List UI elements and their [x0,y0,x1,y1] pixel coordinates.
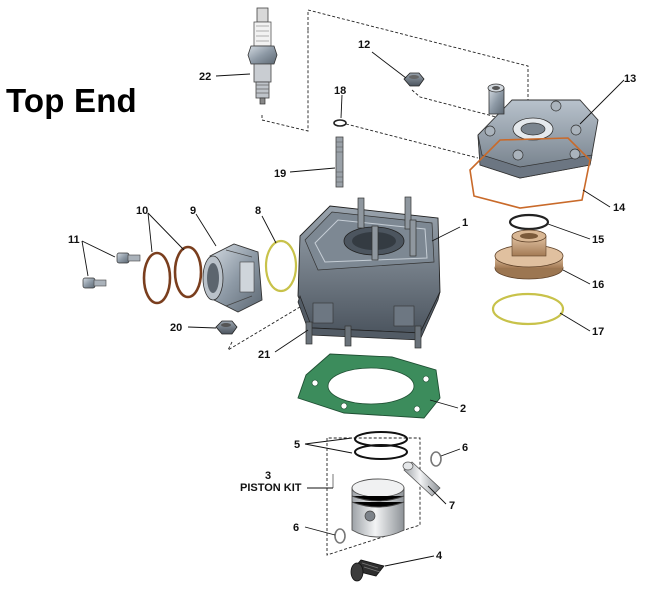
callout-7: 7 [449,500,455,512]
head-nut [403,72,425,87]
head-gasket [469,137,591,209]
callout-3: 3 [265,470,271,482]
callout-4: 4 [436,550,443,562]
callout-2: 2 [460,403,466,415]
callout-13: 13 [624,73,636,85]
callout-11: 11 [68,234,80,246]
piston-kit-label: PISTON KIT [240,482,302,494]
cylinder-nut [215,320,238,335]
callout-18: 18 [334,85,346,97]
circlip-upper [430,451,442,467]
assembly-lines [226,9,529,556]
callout-16: 16 [592,279,604,291]
insert-seal-ring [491,292,565,326]
piston [351,478,405,538]
base-gasket [297,353,441,419]
callout-9: 9 [190,205,196,217]
page-title: Top End [6,82,137,119]
callout-8: 8 [255,205,261,217]
circlip-lower [334,528,346,544]
spark-plug [247,7,278,105]
intake-bolt-lower [82,277,107,289]
callout-17: 17 [592,326,604,338]
callout-12: 12 [358,39,370,51]
head-insert [494,229,564,280]
intake-manifold [202,243,263,313]
piston-ring-lower [354,444,408,460]
leader-lines [81,51,625,567]
combustion-o-ring [508,213,550,231]
cylinder-stud [335,136,344,188]
piston-pin-bearing [350,559,385,582]
piston-ring-upper [354,431,408,447]
callout-10: 10 [136,205,148,217]
callout-15: 15 [592,234,604,246]
intake-bolt-upper [116,252,141,264]
intake-gasket [264,239,298,293]
callout-20: 20 [170,322,182,334]
piston-pin [402,461,441,497]
callout-labels: 22 12 13 18 19 14 15 16 17 1 8 9 10 11 2… [68,39,636,562]
intake-o-ring-left [142,251,172,305]
intake-o-ring-right [173,245,203,299]
callout-5: 5 [294,439,300,451]
callout-19: 19 [274,168,286,180]
callout-1: 1 [462,217,468,229]
callout-6-lower: 6 [293,522,299,534]
small-o-ring [333,119,347,127]
cylinder-head [477,83,599,179]
callout-21: 21 [258,349,270,361]
cylinder [297,196,441,349]
callout-22: 22 [199,71,211,83]
callout-6-upper: 6 [462,442,468,454]
callout-14: 14 [613,202,626,214]
